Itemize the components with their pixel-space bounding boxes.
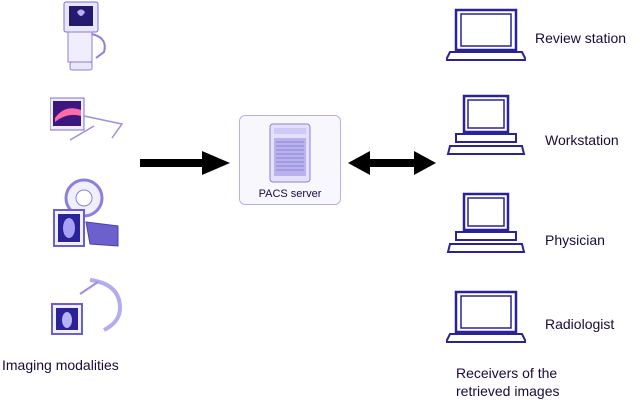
receiver-label-physician: Physician [545,232,605,248]
c-arm-xray-icon [51,278,123,335]
modality-devices [50,1,124,335]
radiologist-laptop-icon [446,290,526,343]
ct-scanner-icon [53,178,119,247]
server-tower-icon [269,123,311,183]
receiver-label-review-station: Review station [535,30,627,46]
workstation-computer-icon [446,94,526,155]
receivers-caption-line-2: retrieved images [456,383,560,399]
server-label: PACS server [258,188,322,200]
receiver-label-radiologist: Radiologist [545,316,615,332]
pacs-server-box: PACS server [239,115,341,205]
send-arrow-icon [140,151,230,175]
endoscopy-unit-icon [50,97,124,141]
review-station-laptop-icon [446,8,526,61]
receivers-caption: Receivers of the retrieved images [456,364,560,400]
receiver-label-workstation: Workstation [545,132,619,148]
physician-computer-icon [446,192,526,253]
ultrasound-scanner-icon [63,1,106,71]
modalities-label: Imaging modalities [2,357,119,373]
bidirectional-arrow-icon [348,151,436,175]
receivers-caption-line-1: Receivers of the [456,365,558,381]
